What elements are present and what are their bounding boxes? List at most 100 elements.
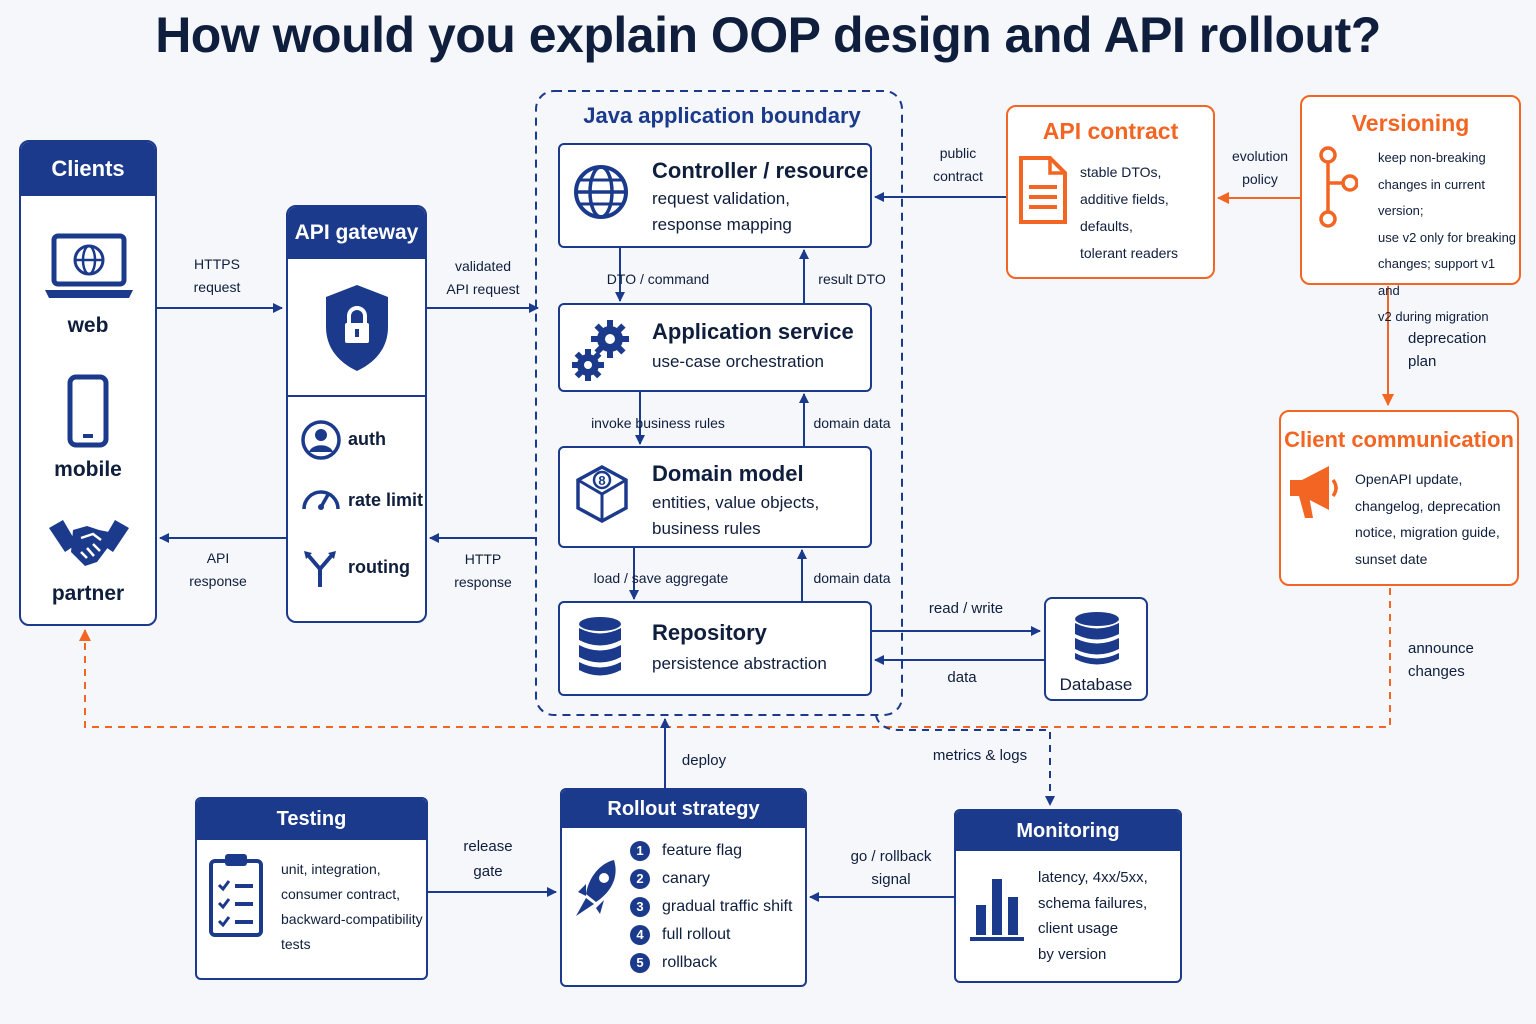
api-contract-title: API contract [1042,118,1179,144]
gateway-divider [288,395,425,397]
client-communication-body: OpenAPI update, changelog, deprecation n… [1355,471,1501,567]
java-boundary-frame [535,90,903,716]
clients-panel[interactable]: Clients web mobile partner [19,140,157,626]
step-number-3: 3 [630,896,650,917]
rollout-strategy-panel[interactable]: Rollout strategy 1 feature flag 2 canary 3… [560,788,807,987]
application-service-box[interactable]: Application service use-case orchestrati… [558,303,872,392]
versioning-body: keep non-breaking changes in current ver… [1378,150,1517,324]
java-boundary-title: Java application boundary [583,103,861,128]
svg-text:8: 8 [598,473,605,488]
label-https-request: HTTPS request [193,256,241,295]
step-label-4: full rollout [662,926,731,943]
rollout-step-2: 2 canary [630,865,792,893]
database-label: Database [1059,675,1133,694]
cube-icon: 8 [576,465,628,523]
client-partner-label: partner [51,582,125,605]
label-public-contract: public contract [933,145,983,184]
label-deprecation-plan: deprecation plan [1408,330,1487,370]
user-icon [301,420,341,460]
document-icon [1019,156,1067,224]
label-api-response: API response [189,550,247,589]
page-title: How would you explain OOP design and API… [155,7,1381,63]
step-label-1: feature flag [662,842,743,859]
api-contract-body: stable DTOs, additive fields, defaults, … [1080,164,1179,261]
gauge-icon [302,490,340,510]
testing-title: Testing [197,799,426,840]
domain-model-title: Domain model [652,461,804,486]
checklist-icon [209,854,263,937]
gateway-auth-label: auth [348,429,386,449]
step-label-5: rollback [662,954,718,971]
testing-body: unit, integration, consumer contract, ba… [281,861,423,952]
repository-box[interactable]: Repository persistence abstraction [558,601,872,696]
gateway-routing-label: routing [348,557,410,577]
rollout-step-4: 4 full rollout [630,921,792,949]
application-service-body: use-case orchestration [652,352,824,371]
domain-model-box[interactable]: 8 Domain model entities, value objects, … [558,446,872,548]
clients-title: Clients [21,142,155,196]
laptop-globe-icon [45,233,133,298]
label-read-write: read / write [928,600,1004,617]
gears-icon [572,320,629,381]
label-http-response: HTTP response [454,551,512,590]
testing-panel[interactable]: Testing unit, integration, consumer cont… [195,797,428,980]
rocket-icon [576,860,616,916]
globe-icon [574,165,628,219]
label-validated-request: validated API request [446,258,520,297]
branch-icon [1319,146,1358,228]
rollout-step-1: 1 feature flag [630,837,792,865]
label-load-save: load / save aggregate [593,570,729,586]
monitoring-body: latency, 4xx/5xx, schema failures, clien… [1038,869,1148,963]
client-mobile-label: mobile [54,458,122,481]
client-communication-title: Client communication [1284,427,1514,452]
client-communication-panel[interactable]: Client communication OpenAPI update, cha… [1279,410,1519,586]
versioning-title: Versioning [1351,110,1470,136]
edge-announce-changes [79,588,1391,728]
rollout-step-5: 5 rollback [630,949,792,977]
repository-title: Repository [652,620,767,645]
step-number-2: 2 [630,868,650,889]
api-contract-panel[interactable]: API contract stable DTOs, additive field… [1006,105,1215,279]
smartphone-icon [67,374,109,448]
label-dto-command: DTO / command [606,271,710,287]
controller-body: request validation, response mapping [652,189,792,234]
routing-icon [304,551,336,587]
label-release-gate: release gate [463,838,513,880]
shield-lock-icon [326,285,388,371]
repository-body: persistence abstraction [652,654,827,673]
rollout-strategy-title: Rollout strategy [562,790,805,828]
label-metrics-logs: metrics & logs [932,747,1028,764]
label-data: data [947,669,977,686]
rollout-steps: 1 feature flag 2 canary 3 gradual traffic s… [630,837,792,977]
domain-model-body: entities, value objects, business rules [652,493,820,538]
step-number-4: 4 [630,924,650,945]
controller-title: Controller / resource [652,158,869,183]
step-number-1: 1 [630,840,650,861]
step-label-3: gradual traffic shift [662,898,793,915]
label-domain-data-1: domain data [813,415,891,431]
label-go-rollback: go / rollback signal [850,848,932,888]
application-service-title: Application service [652,319,854,344]
database-box[interactable]: Database [1044,597,1148,701]
label-deploy: deploy [681,752,727,769]
edge-metrics-logs [875,715,1055,806]
api-gateway-panel[interactable]: API gateway auth rate limit routing [286,205,427,623]
monitoring-title: Monitoring [956,811,1180,851]
versioning-panel[interactable]: Versioning keep non-breaking changes in … [1300,95,1521,324]
rollout-step-3: 3 gradual traffic shift [630,893,792,921]
gateway-rate-limit-label: rate limit [348,490,424,510]
label-announce-changes: announce changes [1408,640,1474,680]
database-icon [1075,612,1119,665]
api-gateway-title: API gateway [288,207,425,259]
label-evolution-policy: evolution policy [1231,148,1289,187]
monitoring-panel[interactable]: Monitoring latency, 4xx/5xx, schema fail… [954,809,1182,983]
handshake-icon [49,520,129,566]
label-result-dto: result DTO [818,271,886,287]
step-number-5: 5 [630,952,650,973]
client-web-label: web [67,314,109,337]
megaphone-icon [1290,466,1338,518]
step-label-2: canary [662,870,711,887]
controller-box[interactable]: Controller / resource request validation… [558,143,872,248]
label-invoke-rules: invoke business rules [591,415,725,431]
